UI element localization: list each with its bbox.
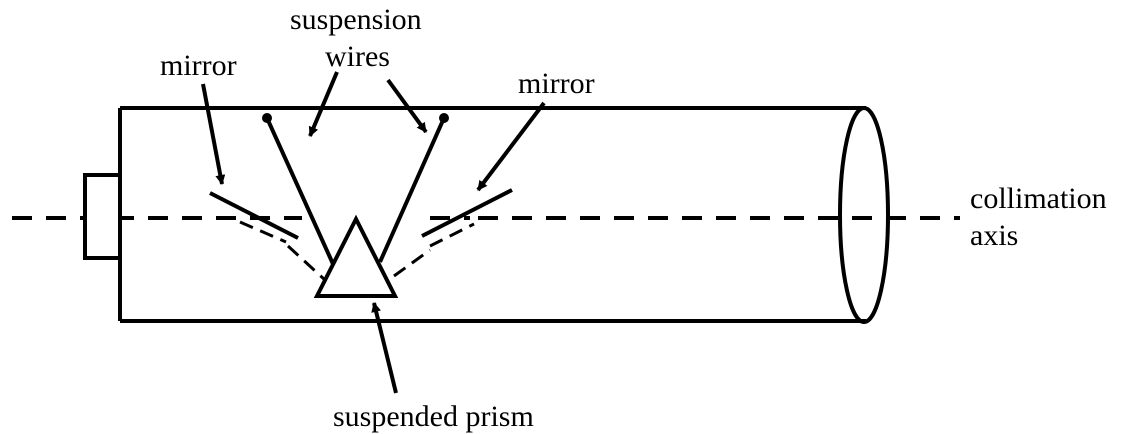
annotation-arrows: [201, 71, 546, 394]
mirror-right-label: mirror: [518, 67, 595, 100]
left-mirror: [209, 191, 299, 244]
collimation-label: collimation: [970, 182, 1107, 215]
prism-label: suspended prism: [333, 400, 534, 433]
wires-label: wires: [325, 40, 390, 73]
end-cap: [83, 173, 122, 260]
reflected-beams: [286, 244, 431, 282]
right-mirror: [421, 188, 513, 248]
suspension-label: suspension: [290, 3, 422, 36]
collimator-tube: [118, 106, 890, 324]
suspended-prism: [313, 214, 399, 298]
suspension-wires: [262, 113, 449, 265]
mirror-left-label: mirror: [160, 49, 237, 82]
axis-label: axis: [970, 219, 1018, 252]
